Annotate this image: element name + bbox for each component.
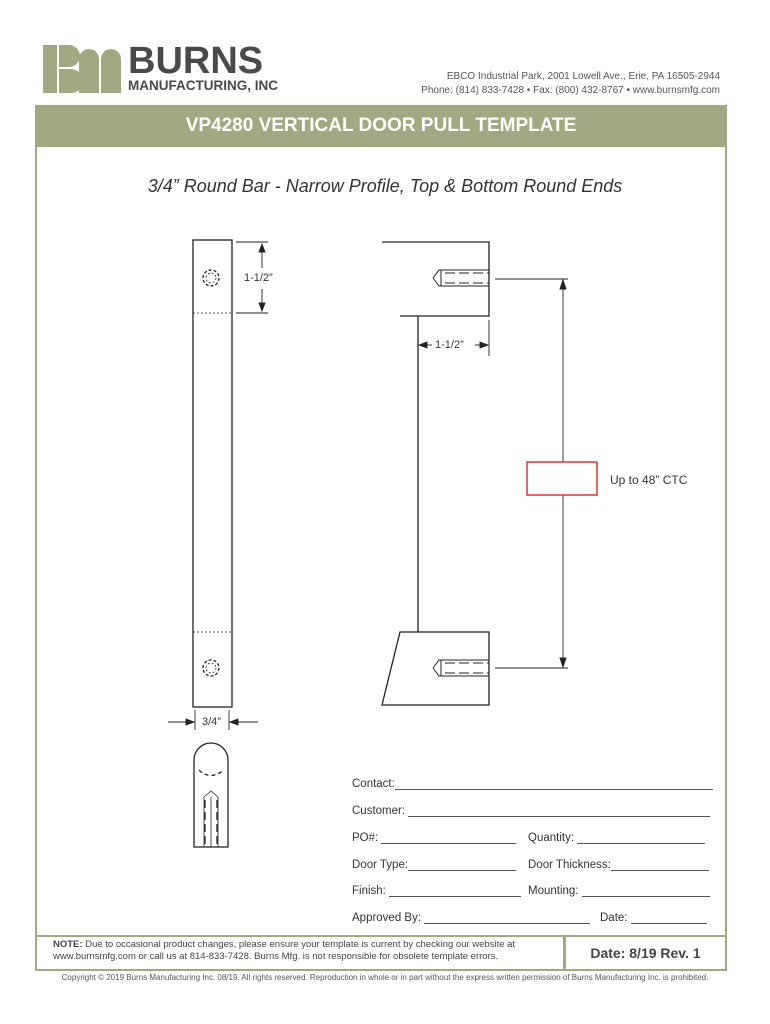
bar-end-view xyxy=(193,742,229,848)
customer-field[interactable]: Customer: xyxy=(352,804,711,817)
copyright: Copyright © 2019 Burns Manufacturing Inc… xyxy=(61,973,709,982)
finish-label: Finish: xyxy=(352,885,386,897)
contact-field[interactable]: Contact: xyxy=(352,777,713,790)
finish-field[interactable]: Finish: xyxy=(352,884,522,897)
po-label: PO#: xyxy=(352,832,379,844)
brand-name: BURNS xyxy=(128,40,264,82)
page-subtitle: 3/4” Round Bar - Narrow Profile, Top & B… xyxy=(147,176,623,196)
quantity-label: Quantity: xyxy=(528,832,575,844)
ctc-highlight-box xyxy=(526,461,598,496)
date-label: Date: xyxy=(600,912,628,924)
company-address: EBCO Industrial Park, 2001 Lowell Ave., … xyxy=(421,70,720,98)
quantity-field[interactable]: Quantity: xyxy=(528,831,706,844)
customer-label: Customer: xyxy=(352,805,406,817)
end-offset-dimension: 1-1/2” xyxy=(244,272,273,284)
contact-label: Contact: xyxy=(352,778,395,790)
approved-by-label: Approved By: xyxy=(352,912,422,924)
door-thickness-label: Door Thickness: xyxy=(528,859,611,871)
door-thickness-field[interactable]: Door Thickness: xyxy=(528,858,709,871)
mounting-field[interactable]: Mounting: xyxy=(528,884,710,897)
approved-by-field[interactable]: Approved By: xyxy=(352,911,591,924)
address-line: EBCO Industrial Park, 2001 Lowell Ave., … xyxy=(446,71,720,82)
page-title: VP4280 VERTICAL DOOR PULL TEMPLATE xyxy=(35,105,727,147)
door-type-label: Door Type: xyxy=(352,859,409,871)
mounting-label: Mounting: xyxy=(528,885,579,897)
date-revision: Date: 8/19 Rev. 1 xyxy=(565,935,727,971)
door-type-field[interactable]: Door Type: xyxy=(352,858,517,871)
note-text: Due to occasional product changes, pleas… xyxy=(53,939,516,962)
note-label: NOTE: xyxy=(53,939,83,950)
contact-line: Phone: (814) 833-7428 • Fax: (800) 432-8… xyxy=(421,85,720,96)
pull-side-view xyxy=(381,241,490,706)
burns-logo-icon xyxy=(43,45,121,93)
note-box: NOTE: Due to occasional product changes,… xyxy=(35,935,565,971)
bar-front-view xyxy=(192,239,233,708)
ctc-dimension: Up to 48” CTC xyxy=(610,473,688,487)
mount-hole-top-icon xyxy=(202,269,220,287)
diameter-dimension: 3/4” xyxy=(202,716,221,728)
brand-subtitle: MANUFACTURING, INC xyxy=(128,78,278,93)
projection-dimension: 1-1/2” xyxy=(435,339,464,351)
mount-hole-bottom-icon xyxy=(202,659,220,677)
po-field[interactable]: PO#: xyxy=(352,831,517,844)
date-field[interactable]: Date: xyxy=(600,911,707,924)
